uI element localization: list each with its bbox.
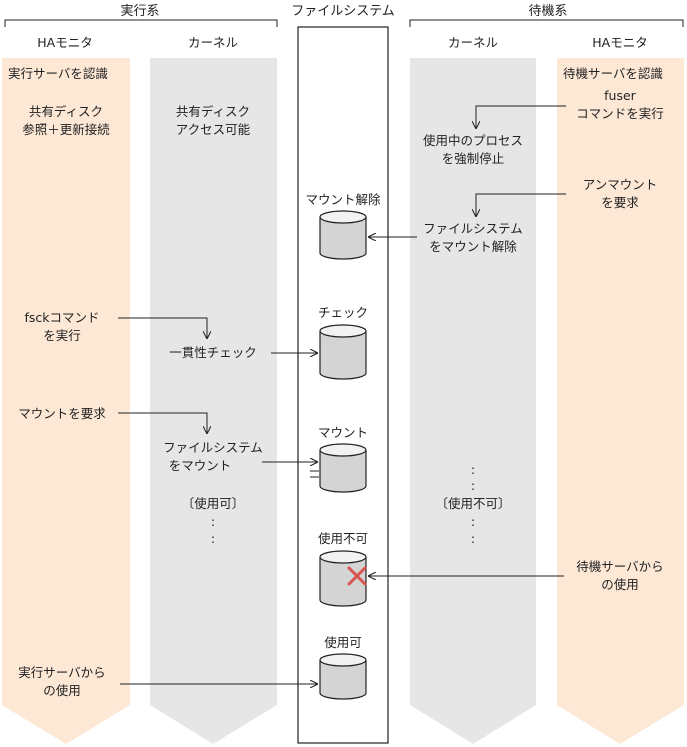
bracket-standby xyxy=(409,19,684,27)
standby-ha-unmount-2: を要求 xyxy=(601,195,639,210)
lane-header-standby-kernel: カーネル xyxy=(448,35,498,50)
standby-ha-usage-2: の使用 xyxy=(601,577,639,592)
disk-check xyxy=(319,324,367,380)
standby-ha-recognize: 待機サーバを認識 xyxy=(563,66,663,81)
standby-kernel-dots-3: : xyxy=(471,514,475,529)
lane-header-active-ha: HAモニタ xyxy=(37,35,92,50)
header-standby-system: 待機系 xyxy=(528,4,567,19)
fs-label-unusable: 使用不可 xyxy=(318,531,368,546)
mount-connector-ticks xyxy=(310,470,319,478)
standby-kernel-dots-2: : xyxy=(471,478,475,493)
standby-ha-usage-1: 待機サーバから xyxy=(576,559,663,574)
disk-unmount xyxy=(319,210,367,260)
lane-standby-ha xyxy=(557,58,684,744)
bracket-active xyxy=(4,19,278,27)
standby-ha-fuser-1: fuser xyxy=(604,88,637,103)
disk-mount xyxy=(319,443,367,493)
lane-header-active-kernel: カーネル xyxy=(188,35,238,50)
active-ha-usage-2: の使用 xyxy=(43,683,81,698)
active-ha-shared-disk-1: 共有ディスク xyxy=(29,104,103,119)
disk-usable xyxy=(319,653,367,700)
disk-unusable xyxy=(319,550,367,607)
lane-header-standby-ha: HAモニタ xyxy=(592,35,647,50)
fs-label-mount: マウント xyxy=(318,425,368,440)
arrow-fsck-to-check xyxy=(118,317,207,339)
lane-standby-kernel xyxy=(410,58,536,744)
fs-label-check: チェック xyxy=(318,305,368,320)
active-kernel-access-2: アクセス可能 xyxy=(176,122,251,137)
active-kernel-check: 一貫性チェック xyxy=(169,345,257,360)
arrow-request-to-mount xyxy=(118,412,207,434)
standby-kernel-unmount-1: ファイルシステム xyxy=(423,221,523,236)
standby-kernel-status: 〔使用不可〕 xyxy=(435,496,510,511)
active-kernel-dots-2: : xyxy=(211,531,215,546)
standby-ha-unmount-1: アンマウント xyxy=(583,177,658,192)
active-ha-usage-1: 実行サーバから xyxy=(18,665,105,680)
active-kernel-mount-2: をマウント xyxy=(169,458,232,473)
standby-kernel-dots-1: : xyxy=(471,462,475,477)
active-kernel-status: 〔使用可〕 xyxy=(182,496,245,511)
standby-kernel-dots-4: : xyxy=(471,531,475,546)
active-kernel-access-1: 共有ディスク xyxy=(176,104,250,119)
arrow-fuser-to-stop xyxy=(476,105,566,129)
standby-kernel-stop-1: 使用中のプロセス xyxy=(423,133,523,148)
standby-kernel-stop-2: を強制停止 xyxy=(442,151,505,166)
active-kernel-dots-1: : xyxy=(211,514,215,529)
arrow-unmount-request xyxy=(476,193,566,217)
active-ha-fsck-1: fsckコマンド xyxy=(24,310,99,325)
header-active-system: 実行系 xyxy=(120,3,159,19)
active-kernel-mount-1: ファイルシステム xyxy=(163,440,263,455)
standby-ha-fuser-2: コマンドを実行 xyxy=(576,106,664,121)
fs-label-usable: 使用可 xyxy=(324,635,362,650)
standby-kernel-unmount-2: をマウント解除 xyxy=(429,239,517,254)
header-file-system: ファイルシステム xyxy=(291,4,395,19)
lane-active-kernel xyxy=(150,58,277,744)
file-system-column xyxy=(297,26,389,744)
active-ha-request-mount: マウントを要求 xyxy=(18,406,106,421)
fs-label-unmount: マウント解除 xyxy=(305,192,381,207)
lane-active-ha xyxy=(2,58,130,744)
error-x-icon xyxy=(347,566,367,586)
active-ha-recognize: 実行サーバを認識 xyxy=(8,66,108,81)
active-ha-shared-disk-2: 参照＋更新接続 xyxy=(22,122,110,137)
active-ha-fsck-2: を実行 xyxy=(43,328,81,343)
